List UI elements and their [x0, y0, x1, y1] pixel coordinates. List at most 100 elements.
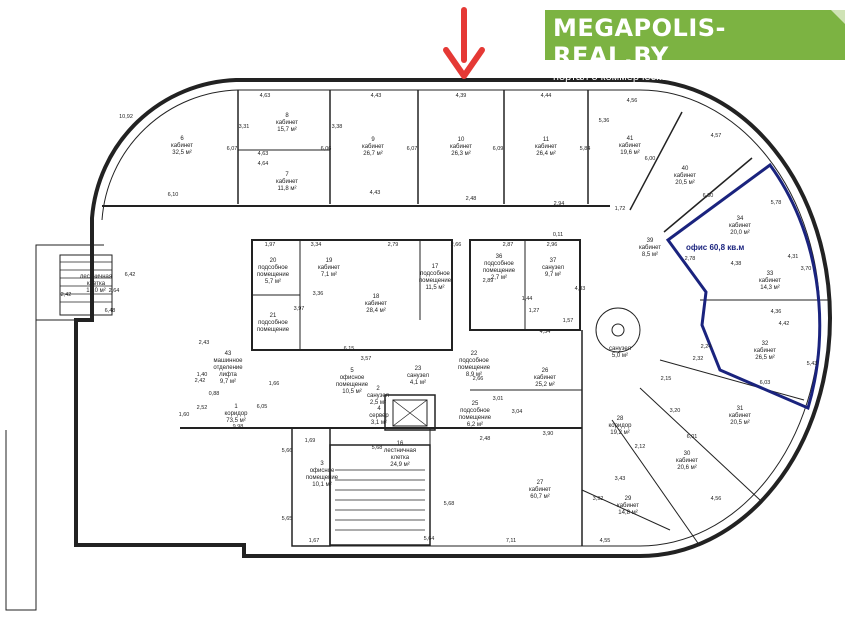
room-label-r43: отделение [213, 365, 243, 371]
dimension-label: 1,72 [615, 206, 626, 212]
dimension-label: 3,38 [332, 124, 343, 130]
dimension-label: 1,66 [269, 381, 280, 387]
room-label-r23: 4,1 м² [410, 380, 426, 386]
dimension-label: 6,48 [105, 308, 116, 314]
room-label-r29: 29 [625, 496, 632, 502]
room-label-r36: 2,7 м² [491, 275, 507, 281]
room-label-r2: 2 [376, 386, 380, 392]
room-label-r23: 23 [415, 366, 422, 372]
room-label-r18: 18 [373, 294, 380, 300]
room-label-r9: 26,7 м² [363, 151, 382, 157]
dimension-label: 4,56 [711, 496, 722, 502]
room-label-r5: 10,5 м² [342, 389, 361, 395]
room-label-r7: 11,8 м² [277, 186, 296, 192]
room-label-r16: 16 [397, 441, 404, 447]
room-label-r1: коридор [225, 411, 249, 417]
dimension-label: 1,40 [197, 372, 208, 378]
room-label-r17: 11,5 м² [425, 285, 444, 291]
room-label-r41: 19,6 м² [620, 150, 639, 156]
room-label-r31: кабинет [729, 413, 751, 419]
room-label-r28: 28 [617, 416, 624, 422]
dimension-label: 2,32 [693, 356, 704, 362]
dimension-label: 4,64 [258, 161, 269, 167]
dimension-label: 4,42 [779, 321, 790, 327]
room-label-r9: кабинет [362, 144, 384, 150]
dimension-label: 1,69 [305, 438, 316, 444]
dimension-label: 5,68 [444, 501, 455, 507]
dimension-label: 3,04 [512, 409, 523, 415]
dimension-label: 4,57 [711, 133, 722, 139]
dimension-label: 4,54 [540, 329, 551, 335]
room-label-r22: 22 [471, 351, 478, 357]
dimension-label: 6,80 [703, 193, 714, 199]
dimension-label: 4,63 [258, 151, 269, 157]
room-label-r4: 3,1 м² [371, 420, 387, 426]
dimension-label: 3,01 [493, 396, 504, 402]
dimension-label: 2,24 [701, 344, 712, 350]
room-label-r43: машинное [214, 358, 244, 364]
room-label-r16: клетка [391, 455, 410, 461]
dimension-label: 0,11 [553, 232, 563, 238]
dimension-label: 2,66 [451, 242, 462, 248]
room-label-r21: подсобное [258, 320, 288, 326]
room-label-r27: 60,7 м² [530, 494, 549, 500]
dimension-label: 6,07 [407, 146, 418, 152]
room-label-r30: 30 [684, 451, 691, 457]
room-label-r19: 7,1 м² [321, 272, 337, 278]
room-label-r11: 11 [543, 137, 550, 143]
dimension-label: 2,48 [466, 196, 477, 202]
dimension-label: 9,98 [233, 424, 244, 430]
room-label-r42: клетка [87, 281, 106, 287]
room-label-r17: 17 [432, 264, 439, 270]
dimension-label: 6,01 [687, 434, 698, 440]
room-label-r20: подсобное [258, 265, 288, 271]
room-label-r25: 25 [472, 401, 479, 407]
room-label-r10: 26,3 м² [451, 151, 470, 157]
dimension-label: 5,64 [424, 536, 435, 542]
selected-office-outline [665, 162, 822, 411]
room-label-r20: помещение [257, 272, 290, 278]
room-label-r29: 14,8 м² [618, 510, 637, 516]
logo-tagline: портал о коммерческой недвижимости в Бел… [553, 71, 812, 83]
room-label-r5: офисное [340, 375, 365, 381]
dimension-label: 4,55 [600, 538, 611, 544]
room-label-r44: 5,0 м² [612, 353, 628, 359]
room-label-r39: кабинет [639, 245, 661, 251]
room-label-r19: 19 [326, 258, 333, 264]
room-label-r37: 37 [550, 258, 557, 264]
dimension-label: 1,27 [529, 308, 540, 314]
room-label-r42: 15,0 м² [86, 288, 105, 294]
dimension-label: 5,36 [599, 118, 610, 124]
dimension-label: 5,84 [580, 146, 591, 152]
room-label-r17: помещение [419, 278, 452, 284]
dimension-label: 1,57 [563, 318, 574, 324]
dimension-label: 5,43 [807, 361, 818, 367]
dimension-label: 5,78 [771, 200, 782, 206]
dimension-label: 3,70 [801, 266, 812, 272]
dimension-label: 4,63 [260, 93, 271, 99]
room-label-r2: санузел [367, 393, 389, 399]
dimension-label: 4,43 [371, 93, 382, 99]
room-label-r28: 19,2 м² [610, 430, 629, 436]
room-label-r34: 20,0 м² [730, 230, 749, 236]
room-label-r44: санузел [609, 346, 631, 352]
dimension-label: 10,92 [119, 114, 133, 120]
room-label-r5: помещение [336, 382, 369, 388]
room-label-r7: кабинет [276, 179, 298, 185]
dimension-label: 6,07 [227, 146, 238, 152]
room-label-r32: кабинет [754, 348, 776, 354]
dimension-label: 6,09 [493, 146, 504, 152]
room-label-r3: офисное [310, 468, 335, 474]
room-label-r6: 6 [180, 136, 184, 142]
room-label-r43: лифта [219, 372, 237, 378]
room-label-r4: 4 [377, 406, 381, 412]
dimension-label: 1,67 [309, 538, 320, 544]
room-label-r28: коридор [609, 423, 633, 429]
room-label-r33: кабинет [759, 278, 781, 284]
site-logo[interactable]: MEGAPOLIS-REAL.BY портал о коммерческой … [545, 10, 845, 83]
room-label-r33: 14,3 м² [760, 285, 779, 291]
room-label-r41: кабинет [619, 143, 641, 149]
dimension-label: 2,78 [685, 256, 696, 262]
room-label-r41: 41 [627, 136, 634, 142]
